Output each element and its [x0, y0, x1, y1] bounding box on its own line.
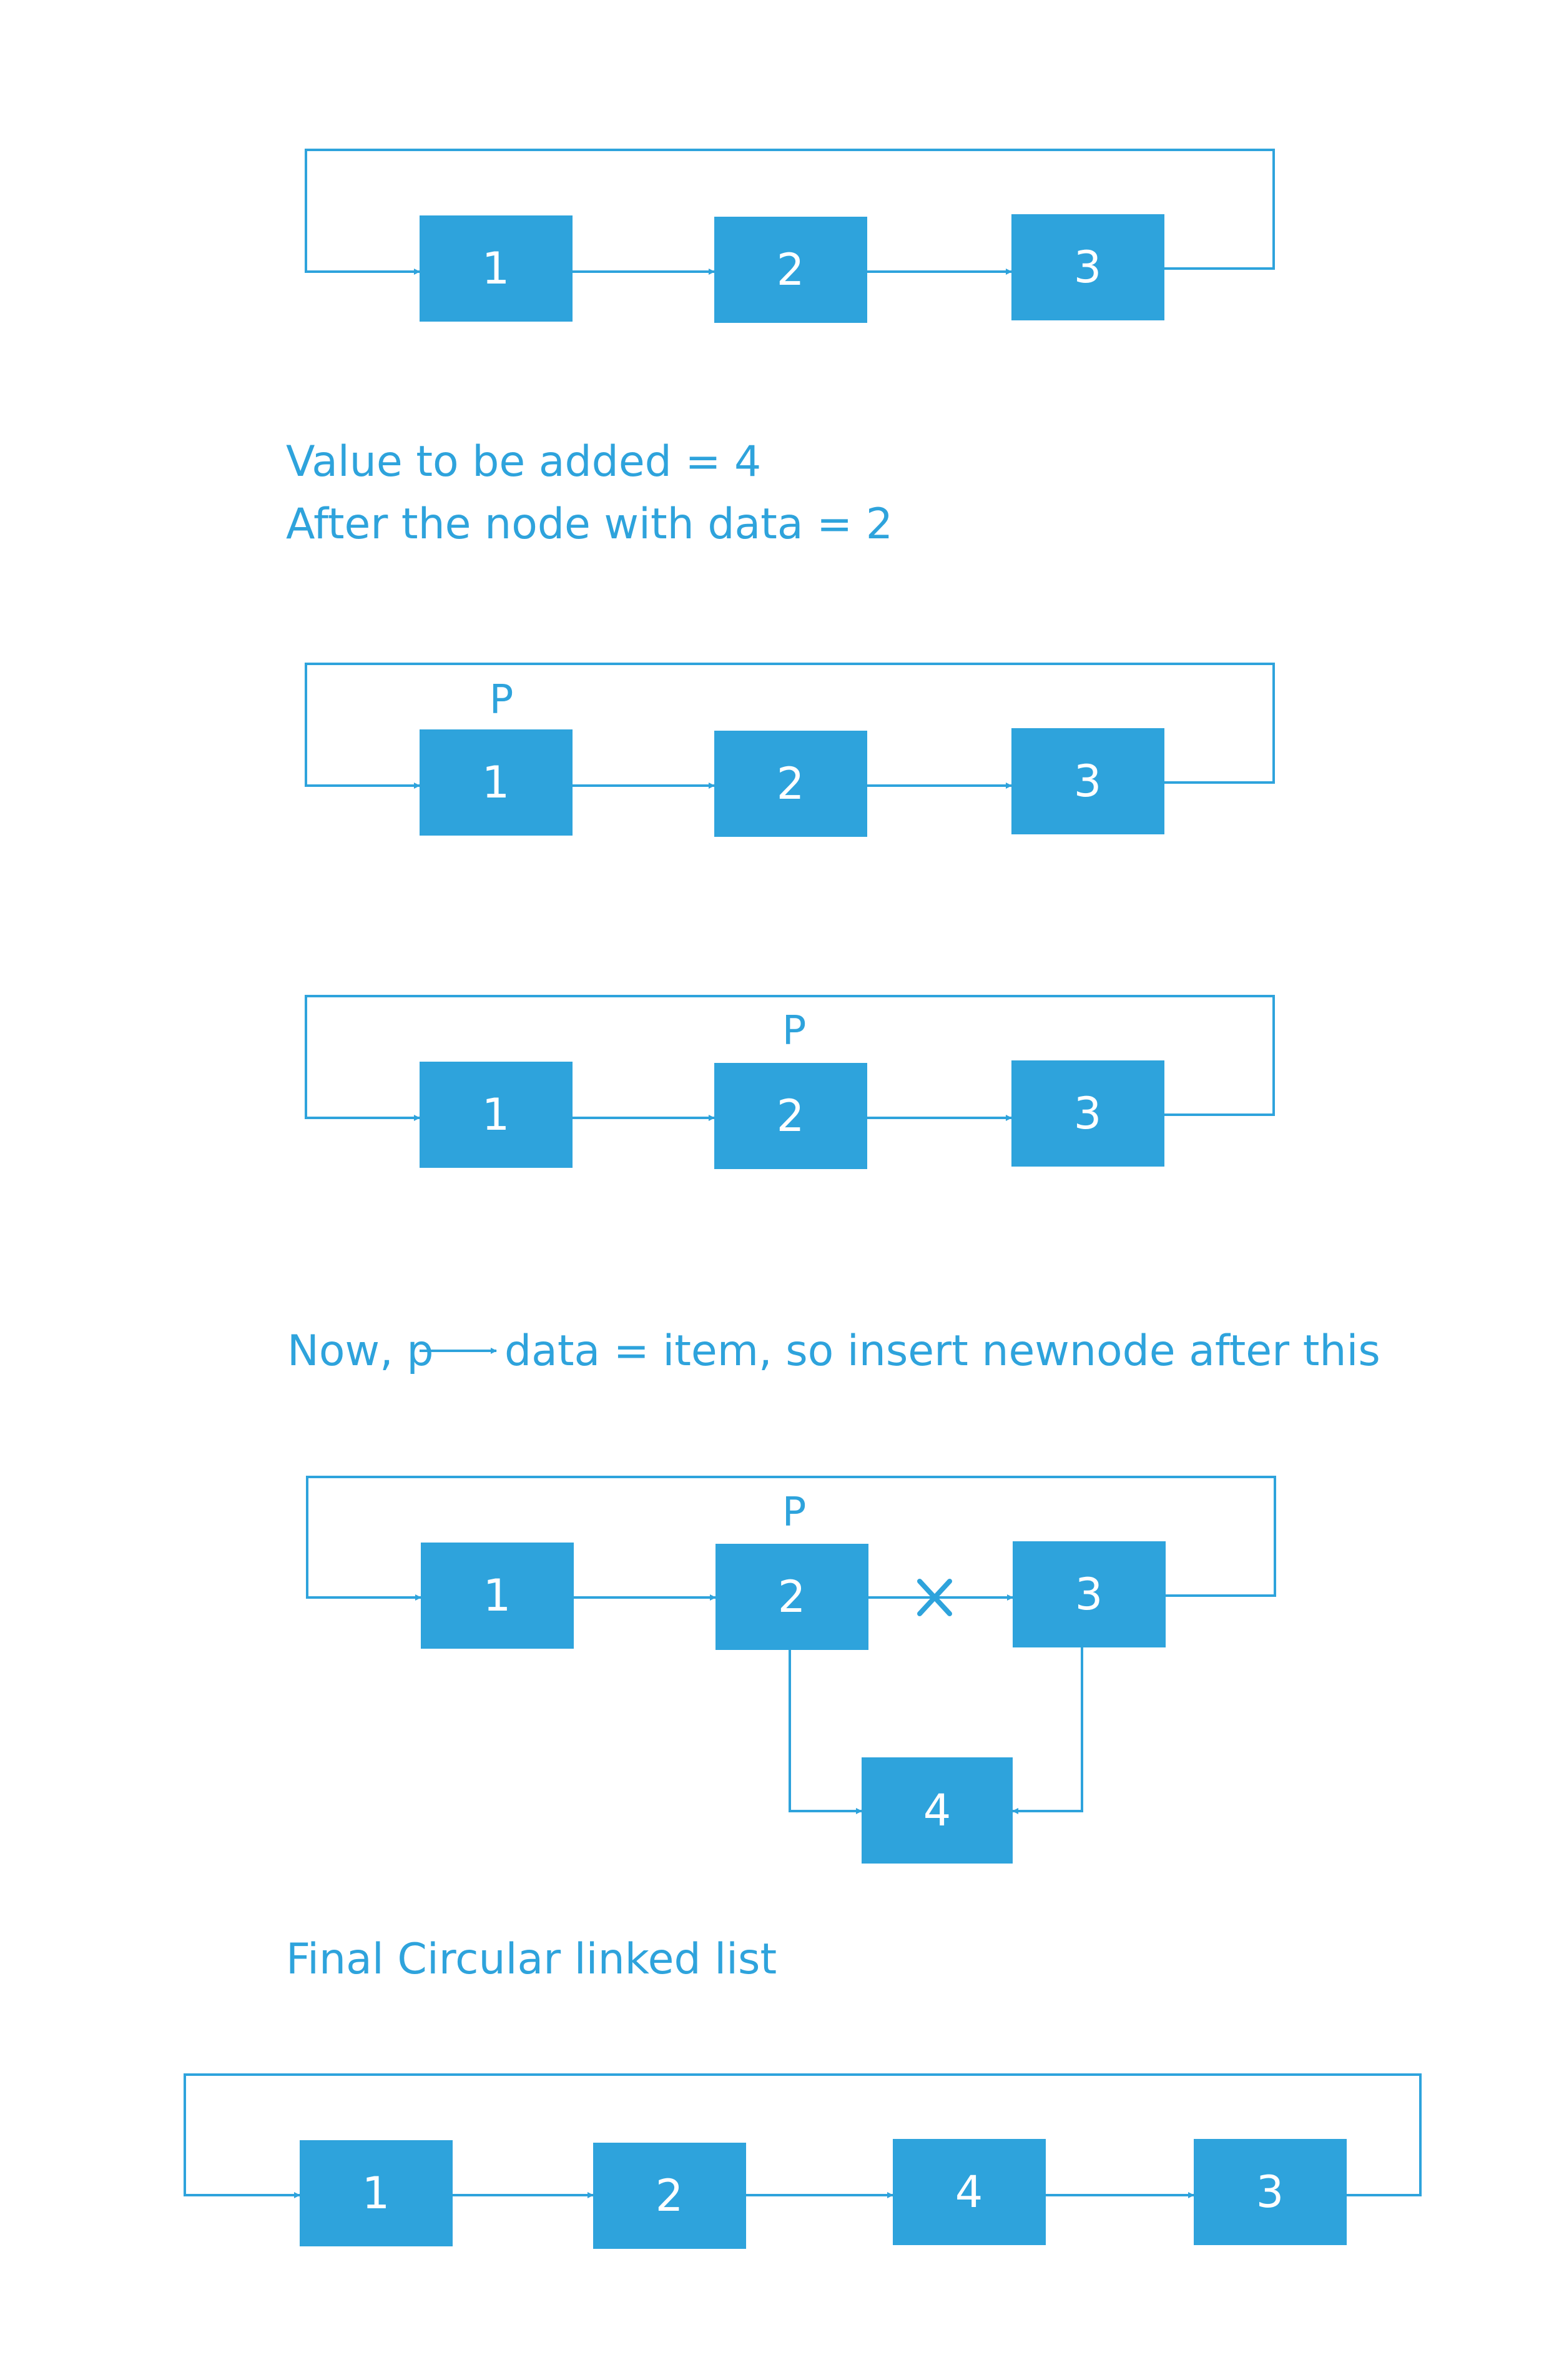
wrap-around-link [305, 663, 1275, 789]
wrap-around-link [305, 149, 1275, 275]
node-3-value: 3 [1256, 2166, 1284, 2218]
condition-caption: Now, p data = item, so insert newnode af… [287, 1326, 1380, 1376]
final-list-caption: Final Circular linked list [286, 1935, 777, 1984]
condition-caption-suffix: data = item, so insert newnode after thi… [504, 1326, 1380, 1376]
node-3: 3 [1011, 214, 1164, 320]
wrap-around-link [306, 1476, 1276, 1601]
node-1: 1 [421, 1543, 574, 1649]
wrap-around-link [184, 2073, 1422, 2198]
node-2-value: 2 [656, 2170, 684, 2221]
node-1: 1 [420, 1062, 573, 1168]
node-1-value: 1 [482, 1089, 510, 1140]
circular-list-insertion-step: P 1 2 3 4 [306, 1476, 1276, 1864]
node-2-value: 2 [777, 1090, 805, 1142]
node-2-value: 2 [777, 758, 805, 809]
value-to-add-caption: Value to be added = 4 [286, 437, 761, 486]
circular-list-pointer-at-2: P 1 2 3 [305, 995, 1275, 1169]
node-1-value: 1 [482, 243, 510, 294]
node-2-value: 2 [778, 1571, 806, 1622]
node-3: 3 [1194, 2139, 1347, 2245]
new-node-4: 4 [862, 1757, 1013, 1864]
node-3: 3 [1011, 728, 1164, 834]
pointer-p-label: P [782, 1008, 807, 1054]
node-2: 2 [593, 2143, 746, 2249]
pointer-p-label: P [489, 677, 514, 723]
link-new-node-to-3 [1012, 1647, 1083, 1814]
node-3-value: 3 [1075, 1569, 1103, 1620]
node-2: 2 [714, 1063, 867, 1169]
node-2: 2 [715, 1544, 868, 1650]
node-2-value: 2 [777, 244, 805, 295]
node-3-value: 3 [1074, 1088, 1102, 1139]
node-4-value: 4 [955, 2166, 983, 2218]
node-1-value: 1 [362, 2168, 390, 2219]
node-3: 3 [1013, 1541, 1166, 1647]
node-1: 1 [300, 2140, 453, 2246]
node-1: 1 [420, 215, 573, 322]
node-3: 3 [1011, 1060, 1164, 1167]
node-2: 2 [714, 731, 867, 837]
node-4: 4 [893, 2139, 1046, 2245]
new-node-value: 4 [923, 1785, 952, 1836]
circular-list-final: 1 2 4 3 [184, 2073, 1422, 2249]
node-1: 1 [420, 729, 573, 836]
node-2: 2 [714, 217, 867, 323]
condition-caption-prefix: Now, p [287, 1326, 433, 1376]
wrap-around-link [305, 995, 1275, 1121]
node-1-value: 1 [482, 757, 510, 808]
node-1-value: 1 [483, 1570, 511, 1621]
circular-list-initial: 1 2 3 [305, 149, 1275, 323]
link-2-to-new-node [789, 1650, 862, 1814]
circular-list-pointer-at-1: P 1 2 3 [305, 663, 1275, 837]
node-3-value: 3 [1074, 756, 1102, 807]
insert-position-caption: After the node with data = 2 [286, 500, 893, 549]
pointer-p-label: P [782, 1489, 807, 1536]
cross-mark-icon [917, 1579, 952, 1616]
node-3-value: 3 [1074, 242, 1102, 293]
